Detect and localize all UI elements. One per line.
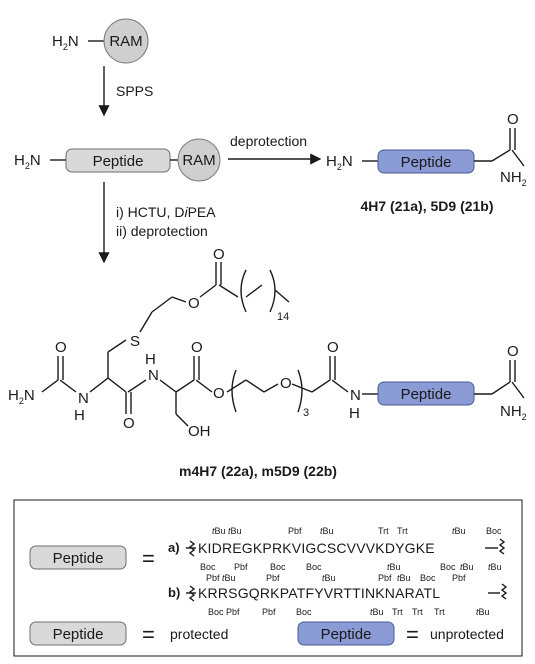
deprotection-label: deprotection	[230, 133, 307, 149]
spps-label: SPPS	[116, 83, 153, 99]
ram-label: RAM	[182, 152, 215, 169]
svg-text:Trt: Trt	[412, 607, 423, 617]
nh2-label: NH2	[500, 169, 527, 188]
sequence-a: KIDREGKPRKVIGCSCVVVKDYGKE	[198, 540, 435, 556]
svg-text:a): a)	[168, 540, 180, 555]
equals-sign: =	[142, 622, 155, 647]
svg-text:tBu: tBu	[228, 526, 242, 536]
peptide-label: Peptide	[401, 154, 452, 171]
unprotected-label: unprotected	[430, 626, 504, 642]
svg-text:Boc: Boc	[420, 573, 436, 583]
svg-text:Pbf: Pbf	[206, 573, 220, 583]
svg-text:H: H	[145, 351, 156, 368]
equals-sign: =	[142, 546, 155, 571]
svg-text:O: O	[191, 339, 203, 356]
protected-label: protected	[170, 626, 228, 642]
svg-text:tBu: tBu	[488, 562, 502, 572]
svg-text:Boc: Boc	[296, 607, 312, 617]
svg-text:tBu: tBu	[212, 526, 226, 536]
svg-text:Boc: Boc	[200, 562, 216, 572]
svg-text:Pbf: Pbf	[288, 526, 302, 536]
svg-text:tBu: tBu	[320, 526, 334, 536]
h2n-ram-resin: H2N RAM	[52, 18, 149, 64]
svg-text:tBu: tBu	[222, 573, 236, 583]
svg-text:Boc: Boc	[306, 562, 322, 572]
svg-text:S: S	[130, 333, 140, 350]
ram-resin-circle	[103, 18, 149, 64]
peptide-label: Peptide	[93, 153, 144, 170]
svg-text:Pbf: Pbf	[378, 573, 392, 583]
protecting-groups-a-bottom: Boc Pbf Boc Boc tBu Boc tBu tBu	[200, 562, 502, 572]
svg-text:tBu: tBu	[397, 573, 411, 583]
svg-text:tBu: tBu	[370, 607, 384, 617]
unprotected-peptide-box	[297, 621, 395, 646]
svg-text:3: 3	[303, 407, 309, 419]
step-i-label: i) HCTU, DiPEA	[116, 204, 216, 220]
svg-text:O: O	[327, 339, 339, 356]
svg-text:Boc: Boc	[208, 607, 224, 617]
svg-text:tBu: tBu	[452, 526, 466, 536]
svg-text:O: O	[123, 415, 135, 432]
svg-text:tBu: tBu	[387, 562, 401, 572]
ram-label: RAM	[109, 33, 142, 50]
svg-text:tBu: tBu	[476, 607, 490, 617]
peptide-on-resin: H2N Peptide RAM	[14, 138, 221, 182]
svg-text:O: O	[213, 385, 225, 402]
svg-text:Trt: Trt	[434, 607, 445, 617]
svg-text:H: H	[74, 407, 85, 424]
compound-21-label: 4H7 (21a), 5D9 (21b)	[360, 198, 493, 214]
svg-text:Trt: Trt	[397, 526, 408, 536]
svg-text:H: H	[349, 405, 360, 422]
amine-label: H2N	[14, 152, 41, 171]
amine-label: H2N	[326, 153, 353, 172]
svg-text:O: O	[55, 339, 67, 356]
protected-peptide-box	[29, 545, 127, 570]
svg-text:tBu: tBu	[460, 562, 474, 572]
sequence-b: KRRSGQRKPATFYVRTTINKNARATL	[198, 585, 440, 601]
peptide-label: Peptide	[53, 550, 104, 567]
svg-text:N: N	[78, 390, 89, 407]
svg-text:14: 14	[277, 311, 289, 323]
svg-text:O: O	[507, 343, 519, 360]
step-ii-label: ii) deprotection	[116, 223, 208, 239]
svg-text:Pbf: Pbf	[226, 607, 240, 617]
peptide-label: Peptide	[321, 626, 372, 643]
svg-text:Boc: Boc	[440, 562, 456, 572]
protecting-groups-b-top: Pbf tBu Pbf tBu Pbf tBu Boc Pbf	[206, 573, 466, 583]
svg-text:OH: OH	[188, 423, 211, 440]
svg-text:O: O	[213, 246, 225, 263]
svg-text:N: N	[350, 387, 361, 404]
peptide-label: Peptide	[53, 626, 104, 643]
svg-text:Trt: Trt	[378, 526, 389, 536]
svg-text:b): b)	[168, 585, 180, 600]
compound-21: H2N Peptide O NH2	[326, 111, 527, 188]
compound-22: H2N O N H S O O 14 O N H	[8, 246, 527, 440]
protected-peptide-box	[29, 621, 127, 646]
svg-text:N: N	[148, 367, 159, 384]
legend-box: Peptide = a) KIDREGKPRKVIGCSCVVVKDYGKE b…	[13, 499, 523, 657]
nh2-label: NH2	[500, 403, 527, 422]
amine-label: H2N	[52, 33, 79, 52]
svg-text:Trt: Trt	[392, 607, 403, 617]
svg-text:Pbf: Pbf	[234, 562, 248, 572]
svg-text:Pbf: Pbf	[266, 573, 280, 583]
svg-text:Pbf: Pbf	[452, 573, 466, 583]
equals-sign: =	[406, 622, 419, 647]
svg-text:tBu: tBu	[322, 573, 336, 583]
compound-22-label: m4H7 (22a), m5D9 (22b)	[179, 463, 337, 479]
svg-text:Boc: Boc	[486, 526, 502, 536]
svg-text:O: O	[507, 111, 519, 128]
ram-resin-circle	[177, 138, 221, 182]
nh2-label: H2N	[8, 387, 35, 406]
protecting-groups-b-bottom: Boc Pbf Pbf Boc tBu Trt Trt Trt tBu	[208, 607, 490, 617]
svg-text:O: O	[188, 295, 200, 312]
svg-text:O: O	[280, 375, 292, 392]
svg-text:Boc: Boc	[270, 562, 286, 572]
protecting-groups-a-top: tBu tBu Pbf tBu Trt Trt tBu Boc	[212, 526, 502, 536]
svg-text:Pbf: Pbf	[262, 607, 276, 617]
peptide-label: Peptide	[401, 386, 452, 403]
